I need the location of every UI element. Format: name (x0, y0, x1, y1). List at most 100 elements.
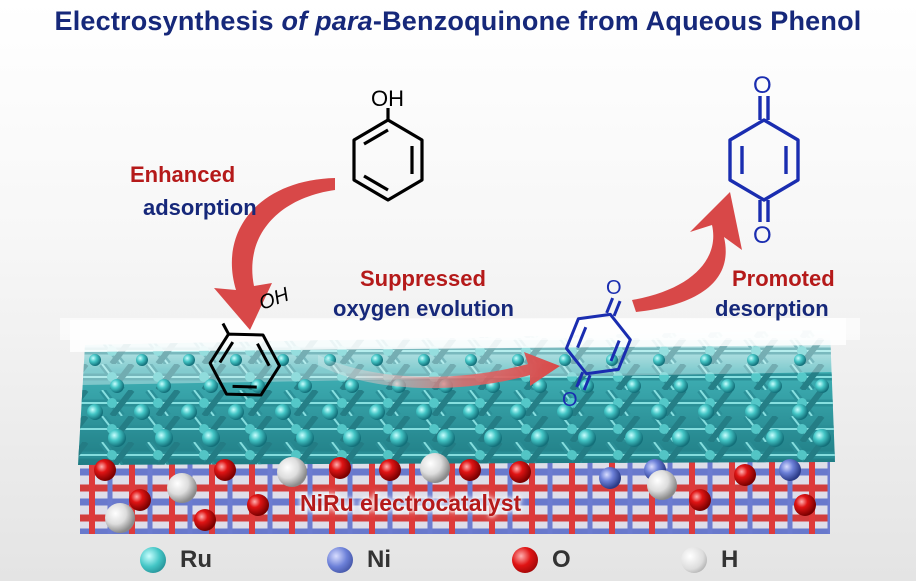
ru-atom (371, 354, 383, 366)
ru-atom (625, 429, 643, 447)
desorption-arrow (632, 192, 742, 312)
ru-atom (183, 354, 195, 366)
ru-atom (768, 379, 782, 393)
adsorbed-quinone-top-o: O (606, 277, 622, 299)
legend-item-ni: Ni (327, 543, 391, 577)
ru-atom (794, 354, 806, 366)
ru-atom (87, 404, 103, 420)
o-atom (459, 459, 481, 481)
legend-item-h: H (681, 543, 738, 577)
adsorption-arrow (214, 178, 335, 330)
o-atom (689, 489, 711, 511)
ru-atom (766, 429, 784, 447)
benzoquinone-molecule (728, 96, 800, 222)
ru-atom (484, 429, 502, 447)
ru-atom (343, 429, 361, 447)
o-atom-icon (512, 547, 538, 573)
ru-atom (228, 404, 244, 420)
ru-atom (719, 429, 737, 447)
o-atom (94, 459, 116, 481)
ru-atom (463, 404, 479, 420)
ru-atom (416, 404, 432, 420)
ru-atom (578, 429, 596, 447)
ru-atom (651, 404, 667, 420)
o-atom (509, 461, 531, 483)
legend-label-ni: Ni (367, 546, 391, 573)
ru-atom (108, 429, 126, 447)
ru-atom (134, 404, 150, 420)
promoted-label: Promoted (732, 266, 835, 291)
ru-atom (390, 429, 408, 447)
adsorbed-quinone (564, 297, 632, 391)
ru-atom (345, 379, 359, 393)
ru-atom (533, 379, 547, 393)
ru-atom (136, 354, 148, 366)
lattice-atoms (87, 354, 831, 533)
h-atom (647, 470, 677, 500)
oxygen-evolution-label: oxygen evolution (333, 296, 514, 321)
h-atom-icon (681, 547, 707, 573)
ru-atom (230, 354, 242, 366)
atom-legend: Ru Ni O H (0, 543, 916, 577)
h-atom (277, 457, 307, 487)
quinone-bottom-o: O (753, 222, 772, 249)
ru-atom (700, 354, 712, 366)
legend-item-ru: Ru (140, 543, 212, 577)
o-atom (329, 457, 351, 479)
ru-atom (110, 379, 124, 393)
ni-atom (599, 467, 621, 489)
suppressed-label: Suppressed (360, 266, 486, 291)
o-atom (794, 494, 816, 516)
o-atom (247, 494, 269, 516)
ru-atom (747, 354, 759, 366)
title-part-2-italic: of para (281, 6, 373, 36)
ru-atom (698, 404, 714, 420)
o-atom (214, 459, 236, 481)
ru-atom (181, 404, 197, 420)
ru-atom-icon (140, 547, 166, 573)
ru-atom (512, 354, 524, 366)
ru-atom (559, 354, 571, 366)
ru-atom (202, 429, 220, 447)
enhanced-label: Enhanced (130, 162, 236, 187)
ru-atom (89, 354, 101, 366)
adsorption-label: adsorption (143, 195, 257, 220)
o-atom (194, 509, 216, 531)
ru-atom (813, 429, 831, 447)
ru-atom (531, 429, 549, 447)
title-part-3: -Benzoquinone from Aqueous Phenol (372, 6, 862, 36)
ru-atom (674, 379, 688, 393)
ru-atom (557, 404, 573, 420)
phenol-oh-label: OH (371, 86, 404, 111)
ru-atom (510, 404, 526, 420)
adsorbed-phenol (208, 322, 281, 397)
ru-atom (815, 379, 829, 393)
ru-atom (251, 379, 265, 393)
ru-atom (604, 404, 620, 420)
o-atom (379, 459, 401, 481)
title-part-1: Electrosynthesis (54, 6, 282, 36)
legend-label-o: O (552, 546, 571, 573)
ru-atom (672, 429, 690, 447)
ru-atom (157, 379, 171, 393)
page-title: Electrosynthesis of para-Benzoquinone fr… (0, 6, 916, 37)
ru-atom (369, 404, 385, 420)
ru-atom (792, 404, 808, 420)
ru-atom (204, 379, 218, 393)
ru-atom (745, 404, 761, 420)
catalyst-label: NiRu electrocatalyst (300, 490, 522, 516)
h-atom (420, 453, 450, 483)
legend-item-o: O (512, 543, 571, 577)
ru-atom (322, 404, 338, 420)
ru-atom (296, 429, 314, 447)
phenol-molecule (352, 108, 424, 202)
o-atom (129, 489, 151, 511)
legend-label-h: H (721, 546, 739, 573)
adsorbed-quinone-bottom-o: O (562, 389, 578, 411)
o-atom (734, 464, 756, 486)
h-atom (105, 503, 135, 533)
ru-atom (627, 379, 641, 393)
ru-atom (249, 429, 267, 447)
ni-atom (779, 459, 801, 481)
